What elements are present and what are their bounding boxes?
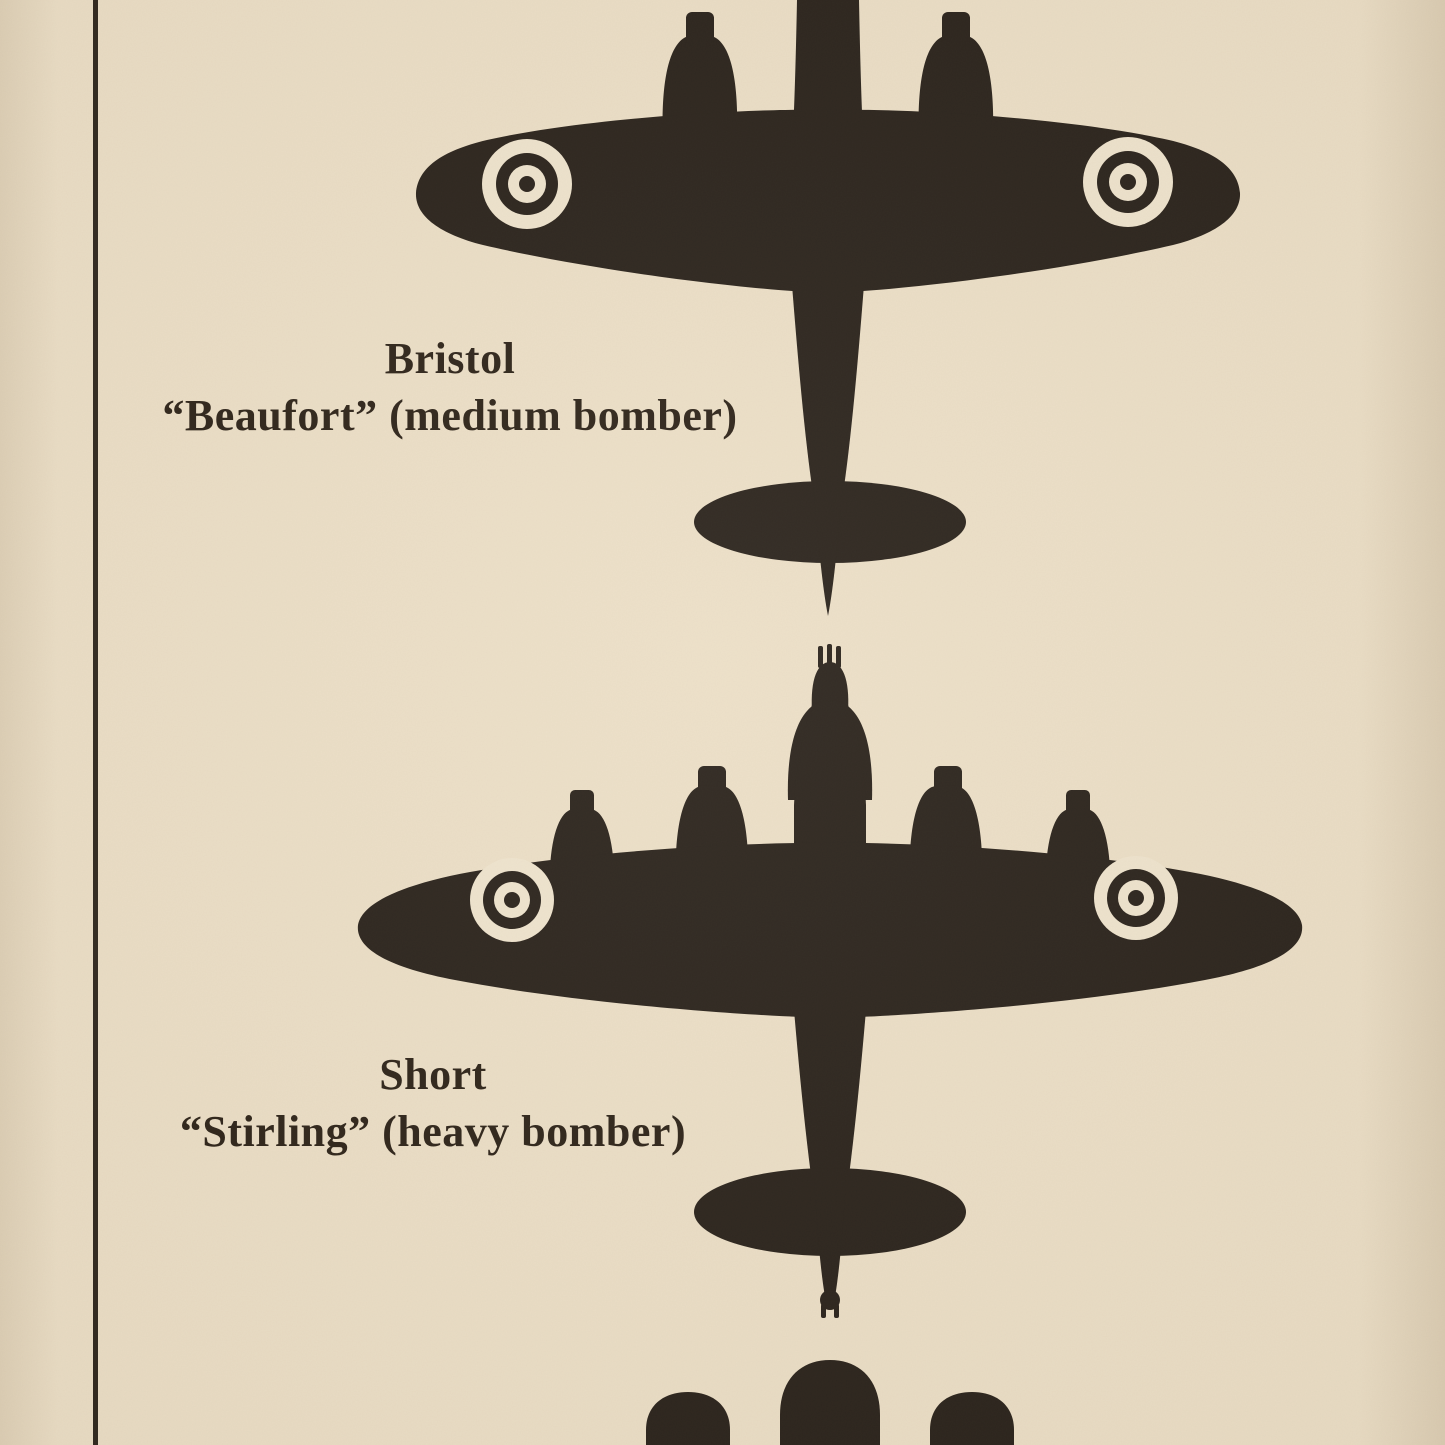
caption-designation: “Stirling” (heavy bomber) bbox=[179, 1107, 687, 1156]
caption-maker: Bristol bbox=[384, 334, 516, 383]
beaufort-caption: Bristol “Beaufort” (medium bomber) bbox=[118, 330, 782, 444]
stirling-caption: Short “Stirling” (heavy bomber) bbox=[110, 1046, 756, 1160]
caption-maker: Short bbox=[379, 1050, 487, 1099]
caption-designation: “Beaufort” (medium bomber) bbox=[162, 391, 738, 440]
column-rule bbox=[93, 0, 98, 1445]
